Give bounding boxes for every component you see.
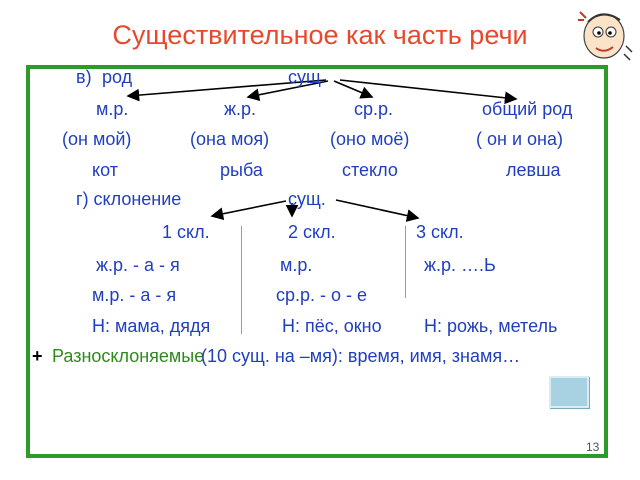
example-levsha: левша <box>506 160 561 180</box>
pronoun-feminine: (она моя) <box>190 129 270 149</box>
pronoun-common: ( он и она) <box>476 129 563 149</box>
decl3-examples: Н: рожь, метель <box>424 316 558 336</box>
content-frame <box>26 65 608 458</box>
heteroclitic-description: (10 сущ. на –мя): время, имя, знамя… <box>201 346 521 366</box>
column-divider-1 <box>241 226 242 334</box>
page-title: Существительное как часть речи <box>112 20 528 50</box>
decl1-endings-feminine: ж.р. - а - я <box>96 255 180 275</box>
label-sush-2: сущ. <box>288 189 326 209</box>
label-declension: г) склонение <box>76 189 182 209</box>
declension-3: 3 скл. <box>416 222 464 242</box>
pronoun-masculine: (он мой) <box>62 129 132 149</box>
decl2-examples: Н: пёс, окно <box>282 316 382 336</box>
column-divider-2 <box>405 226 406 298</box>
gender-masculine: м.р. <box>96 99 129 119</box>
label-rod: род <box>102 67 133 87</box>
decl3-feminine-soft-sign: ж.р. ….Ь <box>424 255 496 275</box>
pronoun-neuter: (оно моё) <box>330 129 410 149</box>
gender-neuter: ср.р. <box>354 99 394 119</box>
decl2-masculine: м.р. <box>280 255 313 275</box>
label-sush-1: сущ. <box>288 67 326 87</box>
nav-button-icon[interactable] <box>549 376 589 408</box>
example-kot: кот <box>92 160 118 180</box>
example-ryba: рыба <box>220 160 263 180</box>
declension-2: 2 скл. <box>288 222 336 242</box>
decl1-endings-masculine: м.р. - а - я <box>92 285 177 305</box>
heteroclitic-title: Разносклоняемые <box>52 346 205 366</box>
cartoon-face-icon <box>578 11 633 61</box>
decl1-examples: Н: мама, дядя <box>92 316 211 336</box>
declension-1: 1 скл. <box>162 222 210 242</box>
decl2-neuter-endings: ср.р. - о - е <box>276 285 368 305</box>
plus-sign: + <box>32 346 43 366</box>
label-v: в) <box>76 67 92 87</box>
gender-common: общий род <box>482 99 573 119</box>
gender-feminine: ж.р. <box>224 99 257 119</box>
page-number: 13 <box>586 440 600 454</box>
example-steklo: стекло <box>342 160 398 180</box>
